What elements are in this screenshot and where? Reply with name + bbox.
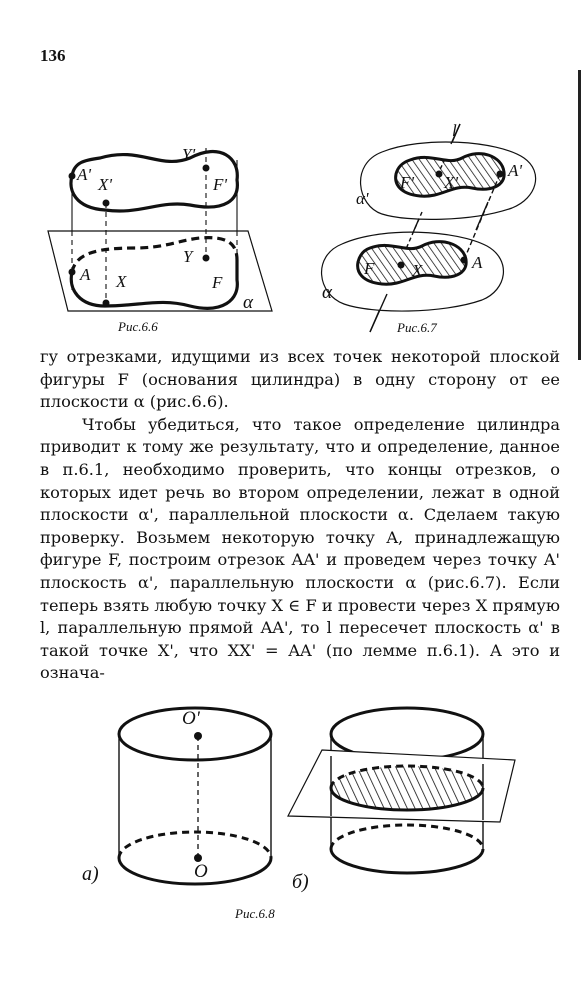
figure-6-6: A' X' Y' F' A X Y F α Рис.6.6 — [47, 145, 273, 334]
paragraph-1: гу отрезками, идущими из всех точек неко… — [40, 347, 560, 412]
label-x-prime: X' — [443, 173, 458, 192]
label-x-prime: X' — [97, 175, 112, 194]
caption-fig-6-8: Рис.6.8 — [234, 906, 275, 921]
label-a: A — [471, 253, 483, 272]
label-x: X — [115, 272, 127, 291]
label-f: F — [211, 273, 223, 292]
label-y-prime: Y' — [182, 145, 195, 164]
page-number: 136 — [40, 46, 66, 65]
figure-6-7: l α' F' X' A' α F X A Рис.6.7 — [321, 121, 537, 335]
label-y: Y — [183, 247, 194, 266]
label-f-prime: F' — [399, 173, 414, 192]
label-alpha: α — [243, 292, 254, 313]
label-f-prime: F' — [212, 175, 227, 194]
body-text: гу отрезками, идущими из всех точек неко… — [40, 346, 560, 685]
label-a: A — [79, 265, 91, 284]
label-o: O — [194, 861, 208, 882]
figure-f — [69, 260, 239, 310]
label-l: l — [452, 121, 457, 140]
label-alpha-prime: α' — [356, 189, 369, 208]
paragraph-2: Чтобы убедиться, что такое определение ц… — [40, 414, 560, 683]
label-a-prime: A' — [76, 165, 91, 184]
plane-alpha — [47, 230, 273, 312]
label-o-prime: O' — [182, 708, 201, 729]
caption-fig-6-7: Рис.6.7 — [396, 320, 437, 335]
label-a: а) — [82, 863, 99, 885]
cylinder-b: б) — [287, 706, 516, 893]
caption-fig-6-6: Рис.6.6 — [117, 319, 158, 334]
label-f: F — [363, 259, 375, 278]
label-a-prime: A' — [507, 161, 522, 180]
cylinder-a: O' O а) — [82, 706, 273, 886]
label-alpha: α — [322, 282, 333, 303]
page-edge-bar — [578, 70, 581, 360]
label-x: X — [411, 261, 423, 280]
label-b: б) — [292, 871, 309, 893]
figure-6-8: O' O а) б) Рис.6.8 — [82, 706, 516, 921]
